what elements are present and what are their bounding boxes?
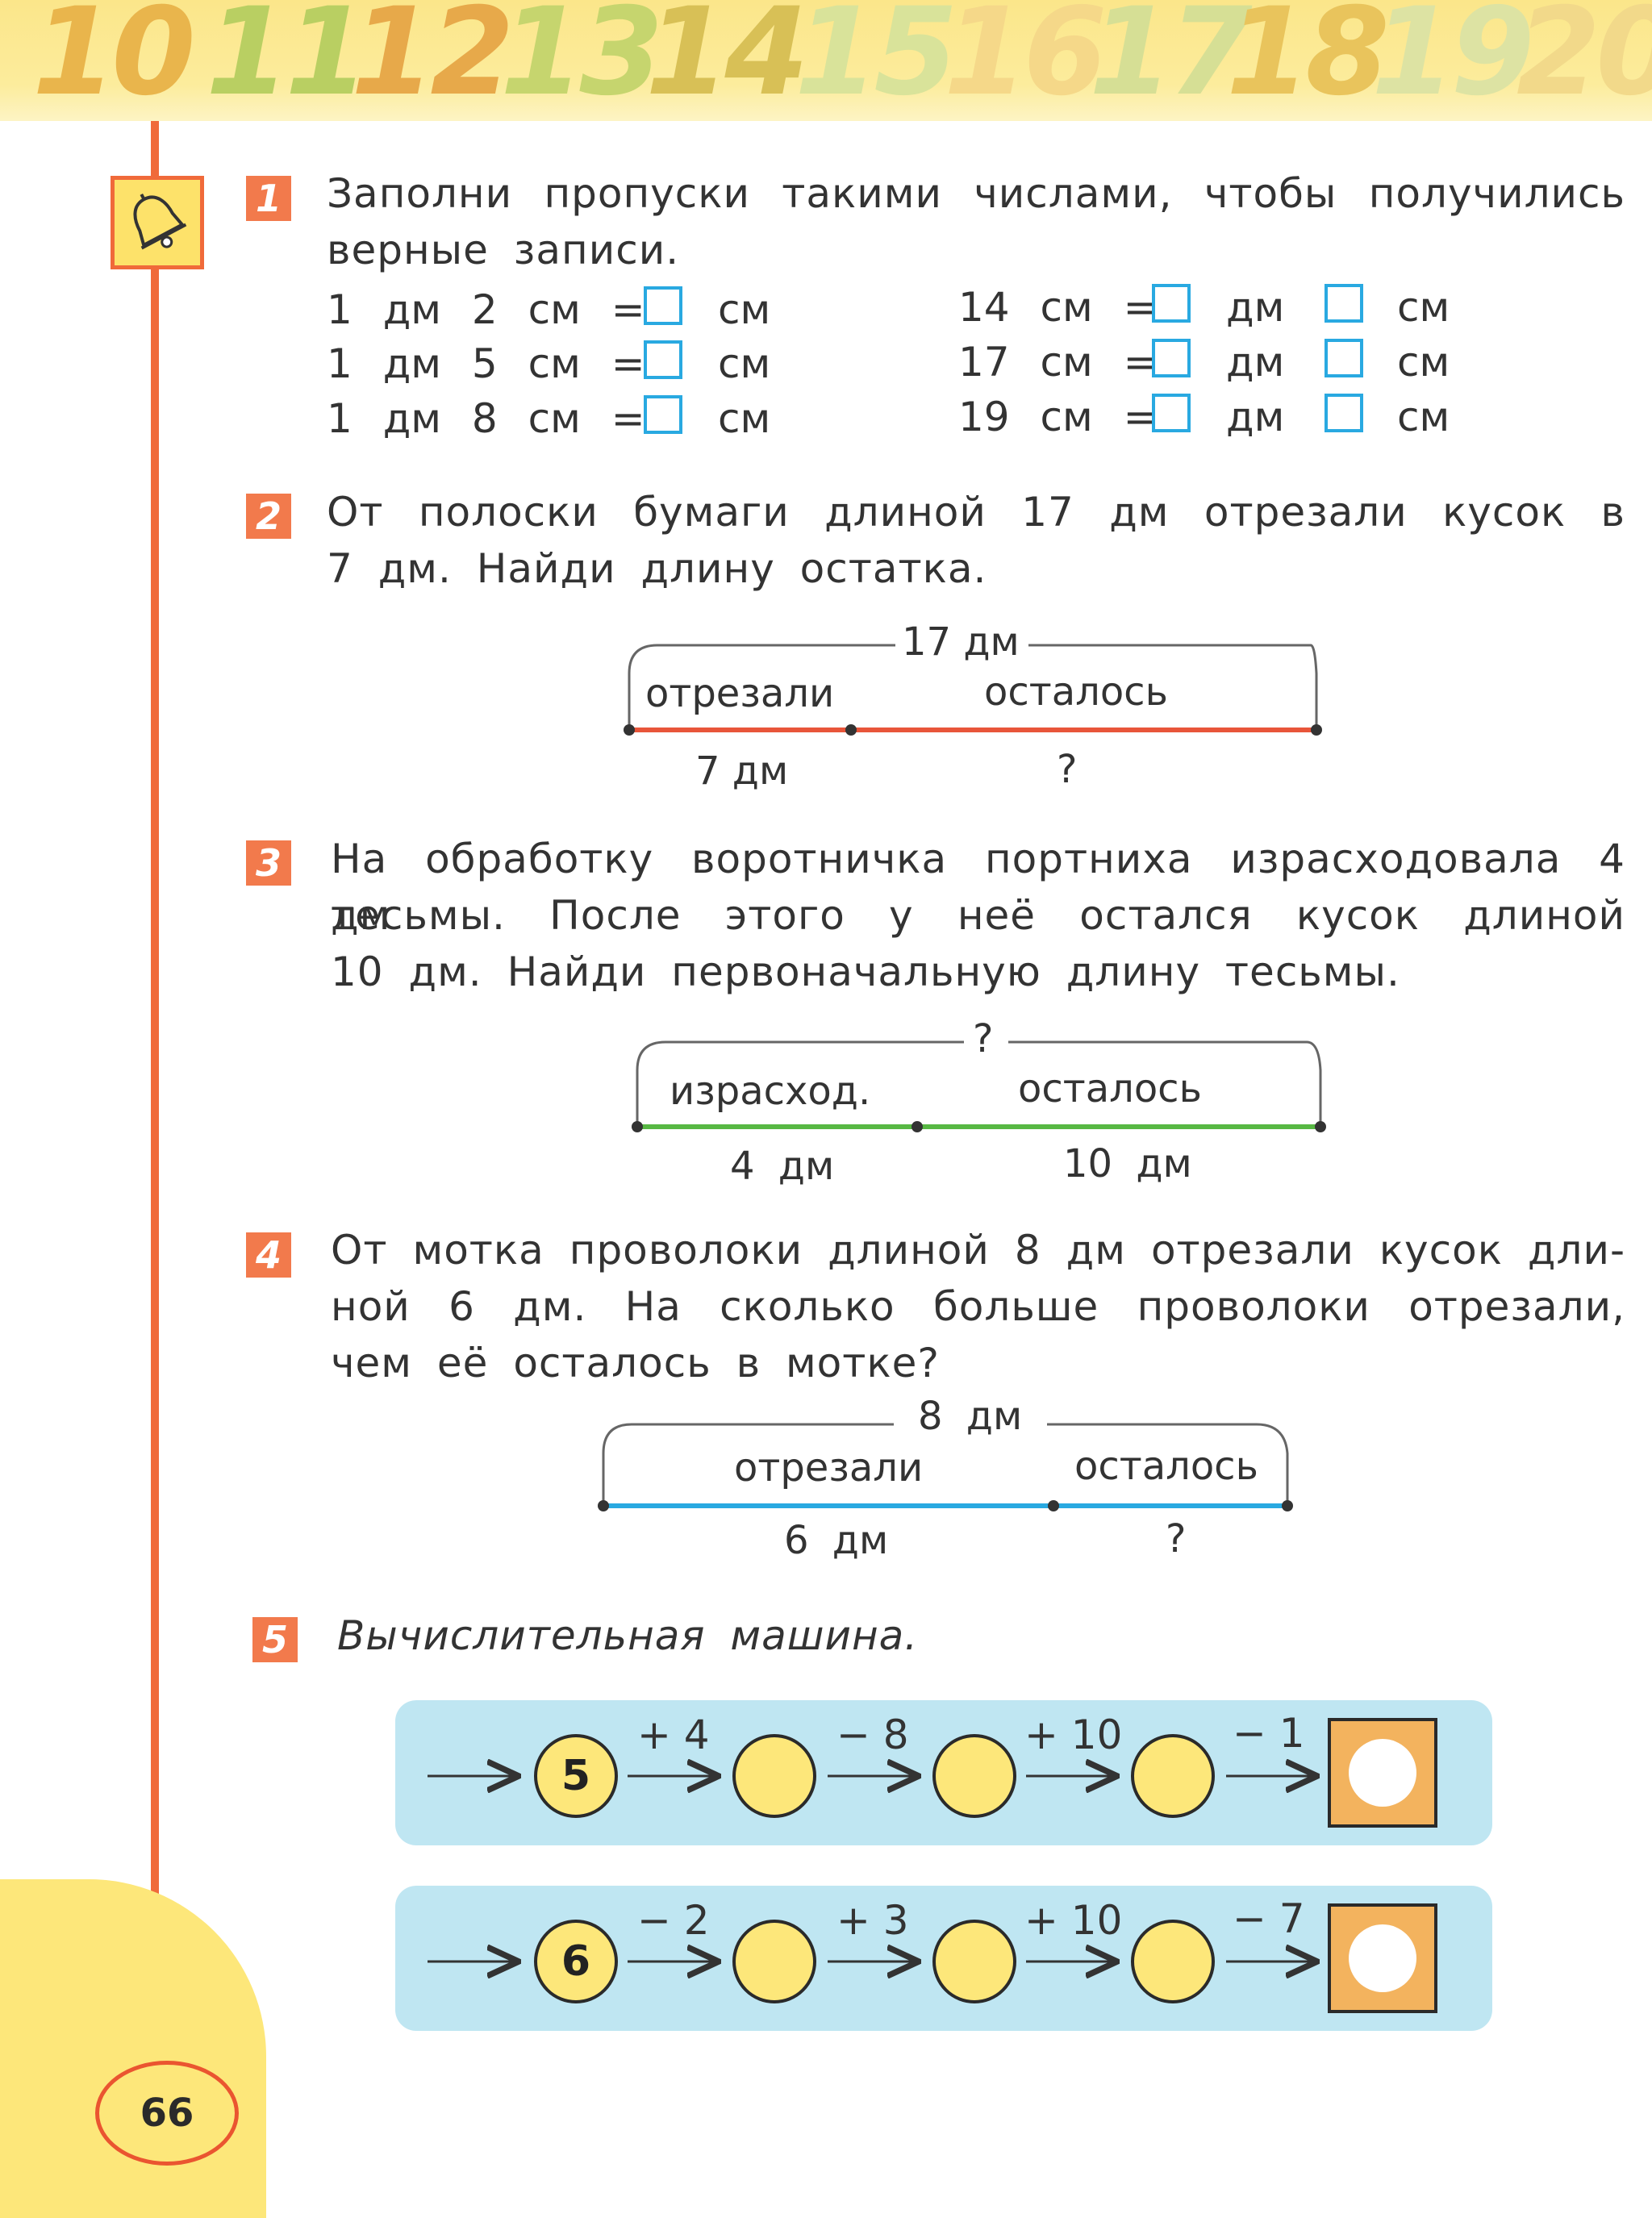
segment-diagram	[632, 1040, 1326, 1132]
header-number: 10	[32, 0, 196, 121]
diagram-segment-label: израсход.	[670, 1069, 871, 1114]
answer-box[interactable]	[644, 286, 682, 325]
calc-result-box[interactable]	[1328, 1718, 1437, 1828]
unit-label: см	[1397, 284, 1450, 331]
task-number-badge: 1	[246, 176, 291, 221]
section-bell-box	[111, 176, 204, 269]
diagram-segment-label: осталось	[1074, 1444, 1258, 1489]
diagram-segment-label: осталось	[984, 669, 1168, 715]
answer-box[interactable]	[1325, 284, 1363, 323]
calc-answer-circle[interactable]	[1131, 1734, 1215, 1818]
answer-box[interactable]	[1152, 394, 1191, 432]
unit-label: дм	[1226, 284, 1285, 331]
calc-operation: − 2	[637, 1897, 710, 1944]
header-number: 13	[500, 0, 664, 121]
task-number-badge: 2	[246, 494, 291, 539]
unit-label: см	[718, 286, 771, 333]
task4-text-line: От мотка проволоки длиной 8 дм отрезали …	[331, 1227, 1625, 1274]
header-number: 14	[645, 0, 809, 121]
answer-box[interactable]	[1325, 339, 1363, 377]
task4-text-line: чем её осталось в мотке?	[331, 1340, 940, 1386]
task2-text-line: 7 дм. Найди длину остатка.	[327, 545, 987, 592]
calc-answer-circle[interactable]	[1131, 1920, 1215, 2003]
calc-operation: + 3	[836, 1897, 909, 1944]
header-number: 18	[1226, 0, 1390, 121]
calc-machine-arrows	[428, 1886, 1500, 2031]
header-number: 12	[351, 0, 515, 121]
answer-box[interactable]	[644, 340, 682, 379]
header-number-band: 10 11 12 13 14 15 16 17 18 19 20	[0, 0, 1652, 121]
diagram-value-label: 10 дм	[1063, 1141, 1192, 1186]
page-corner-shape	[0, 1879, 266, 2218]
unit-label: дм	[1226, 339, 1285, 386]
diagram-segment-label: осталось	[1018, 1066, 1202, 1111]
calc-answer-circle[interactable]	[932, 1920, 1016, 2003]
diagram-value-label: 6 дм	[784, 1518, 889, 1563]
header-number: 11	[206, 0, 369, 121]
calc-operation: − 8	[836, 1711, 909, 1758]
unit-label: см	[1397, 339, 1450, 386]
calc-start-circle: 5	[534, 1734, 618, 1818]
calc-operation: + 10	[1024, 1711, 1123, 1758]
task3-text-line: 10 дм. Найди первоначальную длину тесьмы…	[331, 948, 1400, 995]
task2-text-line: От полоски бумаги длиной 17 дм отрезали …	[327, 489, 1625, 536]
calc-operation: + 10	[1024, 1897, 1123, 1944]
task3-text-line: тесьмы. После этого у неё остался кусок …	[331, 892, 1625, 939]
equation-lhs: 1 дм 2 см =	[327, 286, 645, 333]
task1-text-line: Заполни пропуски такими числами, чтобы п…	[327, 170, 1625, 217]
task-number-badge: 5	[252, 1617, 298, 1662]
page-number: 66	[95, 2061, 239, 2166]
equation-lhs: 19 см =	[958, 394, 1158, 440]
equation-lhs: 1 дм 5 см =	[327, 340, 645, 387]
header-number: 20	[1516, 0, 1652, 121]
calc-operation: − 1	[1233, 1710, 1305, 1757]
diagram-segment-label: отрезали	[645, 671, 835, 716]
header-number: 17	[1089, 0, 1253, 121]
calc-answer-circle[interactable]	[932, 1734, 1016, 1818]
calc-operation: + 4	[637, 1711, 710, 1758]
diagram-total-label: 8 дм	[918, 1394, 1023, 1439]
diagram-value-label: 7 дм	[695, 748, 789, 794]
segment-diagram	[624, 644, 1322, 736]
margin-line	[151, 121, 159, 2105]
answer-box[interactable]	[1325, 394, 1363, 432]
answer-box[interactable]	[1152, 284, 1191, 323]
unit-label: см	[718, 340, 771, 387]
task-number-badge: 3	[246, 840, 291, 886]
answer-box[interactable]	[644, 395, 682, 434]
unit-label: см	[718, 395, 771, 442]
calc-answer-circle[interactable]	[732, 1734, 816, 1818]
diagram-value-label: 4 дм	[730, 1144, 835, 1189]
diagram-value-label: ?	[1166, 1516, 1187, 1561]
diagram-total-label: ?	[973, 1016, 994, 1061]
equation-lhs: 14 см =	[958, 284, 1158, 331]
unit-label: см	[1397, 394, 1450, 440]
equation-lhs: 17 см =	[958, 339, 1158, 386]
task5-title: Вычислительная машина.	[337, 1612, 919, 1659]
bell-icon	[133, 193, 187, 250]
calc-result-box[interactable]	[1328, 1903, 1437, 2013]
answer-box[interactable]	[1152, 339, 1191, 377]
header-number: 16	[944, 0, 1108, 121]
segment-diagram	[598, 1423, 1293, 1511]
task1-text-line: верные записи.	[327, 227, 680, 273]
header-number: 19	[1371, 0, 1535, 121]
task3-text-line: На обработку воротничка портниха израсхо…	[331, 836, 1625, 939]
calc-machine-arrows	[428, 1700, 1500, 1845]
unit-label: дм	[1226, 394, 1285, 440]
calc-start-circle: 6	[534, 1920, 618, 2003]
task-number-badge: 4	[246, 1232, 291, 1278]
calc-result-circle[interactable]	[1349, 1924, 1416, 1992]
header-number: 15	[795, 0, 958, 121]
diagram-value-label: ?	[1057, 747, 1078, 792]
calc-result-circle[interactable]	[1349, 1739, 1416, 1807]
calc-operation: − 7	[1233, 1895, 1305, 1942]
task4-text-line: ной 6 дм. На сколько больше проволоки от…	[331, 1283, 1625, 1330]
diagram-segment-label: отрезали	[734, 1445, 924, 1490]
diagram-total-label: 17 дм	[902, 619, 1020, 665]
equation-lhs: 1 дм 8 см =	[327, 395, 645, 442]
calc-answer-circle[interactable]	[732, 1920, 816, 2003]
